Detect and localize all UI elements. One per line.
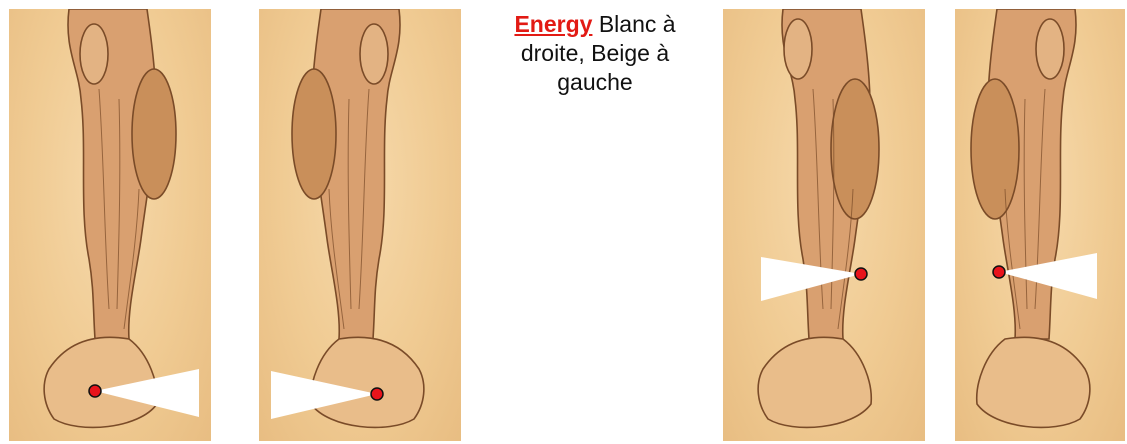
red-point xyxy=(371,388,383,400)
leg-illustration-1 xyxy=(9,9,211,441)
leg-illustration-2 xyxy=(259,9,461,441)
leg-illustration-3 xyxy=(723,9,925,441)
leg-illustration-4 xyxy=(955,9,1125,441)
leg-drawing xyxy=(723,9,925,441)
caption-keyword: Energy xyxy=(514,11,592,37)
red-point xyxy=(855,268,867,280)
leg-drawing xyxy=(259,9,461,441)
caption: Energy Blanc à droite, Beige à gauche xyxy=(480,10,710,97)
red-point xyxy=(89,385,101,397)
leg-drawing xyxy=(955,9,1125,441)
leg-drawing xyxy=(9,9,211,441)
red-point xyxy=(993,266,1005,278)
